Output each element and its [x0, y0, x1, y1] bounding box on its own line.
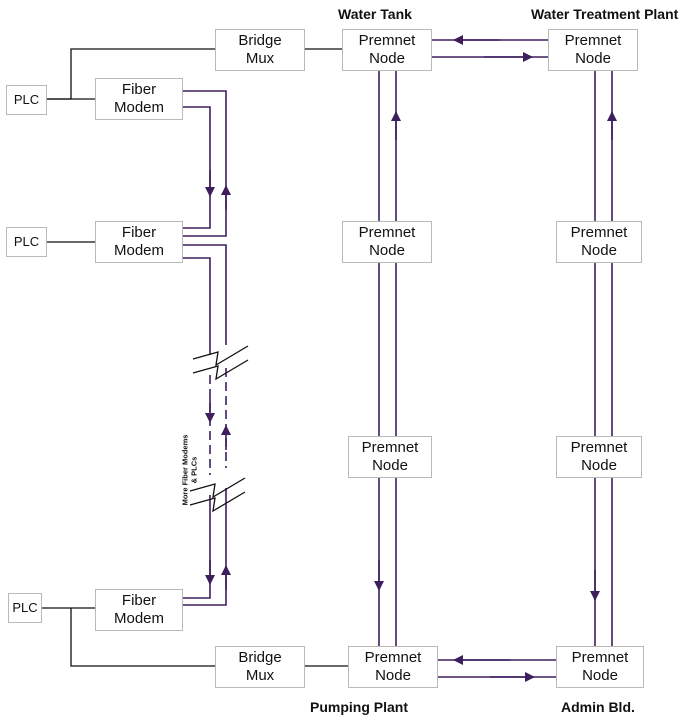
premnet-node-water-treatment-plant: Premnet Node [548, 29, 638, 71]
node-label-line1: Premnet [564, 32, 622, 50]
fiber-modem2-left [183, 196, 211, 229]
node-label-line1: Premnet [570, 439, 628, 457]
fiber-modem-3: Fiber Modem [95, 589, 183, 631]
plc-1: PLC [6, 85, 47, 115]
site-label-water-tank: Water Tank [338, 6, 412, 22]
fiber-modem-label-line2: Modem [113, 99, 165, 116]
more-modems-line2: & PLCs [189, 456, 198, 484]
site-label-pumping-plant: Pumping Plant [310, 699, 408, 715]
break-symbol-bottom [189, 477, 246, 513]
node-label-line1: Premnet [358, 224, 416, 242]
fiber-arrows [205, 35, 617, 682]
fiber-modem-1: Fiber Modem [95, 78, 183, 120]
node-label-line2: Node [375, 667, 411, 684]
node-label-line1: Premnet [364, 649, 422, 667]
bridge-mux-top: Bridge Mux [215, 29, 305, 71]
bridge-mux-label-line1: Bridge [238, 649, 282, 667]
fiber-modem-label-line1: Fiber [121, 224, 157, 242]
premnet-node-right-3: Premnet Node [556, 436, 642, 478]
fiber-modem-2: Fiber Modem [95, 221, 183, 263]
bridge-mux-label-line1: Bridge [238, 32, 282, 50]
premnet-node-pumping-plant: Premnet Node [348, 646, 438, 688]
plc-2: PLC [6, 227, 47, 257]
copper-links [42, 48, 348, 667]
premnet-node-left-2: Premnet Node [342, 221, 432, 263]
fiber-modem-label-line2: Modem [113, 610, 165, 627]
premnet-node-left-3: Premnet Node [348, 436, 432, 478]
bridge-mux-label-line2: Mux [245, 50, 275, 67]
node-label-line2: Node [581, 242, 617, 259]
fiber-modem3-inner [183, 495, 211, 599]
plc-label: PLC [12, 600, 38, 616]
plc-label: PLC [13, 92, 40, 108]
node-label-line2: Node [581, 457, 617, 474]
site-label-water-treatment-plant: Water Treatment Plant [531, 6, 679, 22]
fiber-modem2-down-inner [183, 257, 211, 355]
premnet-node-water-tank: Premnet Node [342, 29, 432, 71]
premnet-node-admin-bld: Premnet Node [556, 646, 644, 688]
bridge-mux-bottom: Bridge Mux [215, 646, 305, 688]
node-label-line1: Premnet [361, 439, 419, 457]
node-label-line2: Node [369, 50, 405, 67]
fiber-modem1-down [183, 106, 211, 196]
node-label-line2: Node [582, 667, 618, 684]
link-plc3-bridge-mux-bottom [70, 608, 215, 667]
node-label-line2: Node [575, 50, 611, 67]
fiber-modem1-right [183, 90, 227, 186]
break-symbol-top [192, 345, 249, 381]
fiber-modem-label-line2: Modem [113, 242, 165, 259]
fiber-modem3-outer [183, 488, 227, 606]
more-modems-text: More Fiber Modems & PLCs [180, 435, 198, 506]
bridge-mux-label-line2: Mux [245, 667, 275, 684]
node-label-line2: Node [369, 242, 405, 259]
node-label-line2: Node [372, 457, 408, 474]
node-label-line1: Premnet [358, 32, 416, 50]
node-label-line1: Premnet [571, 649, 629, 667]
premnet-node-right-2: Premnet Node [556, 221, 642, 263]
site-label-admin-bld: Admin Bld. [561, 699, 635, 715]
fiber-links [183, 39, 613, 678]
fiber-modem-label-line1: Fiber [121, 81, 157, 99]
fiber-modem2-down-outer [183, 244, 227, 345]
plc-label: PLC [13, 234, 40, 250]
fiber-modem-label-line1: Fiber [121, 592, 157, 610]
node-label-line1: Premnet [570, 224, 628, 242]
plc-3: PLC [8, 593, 42, 623]
